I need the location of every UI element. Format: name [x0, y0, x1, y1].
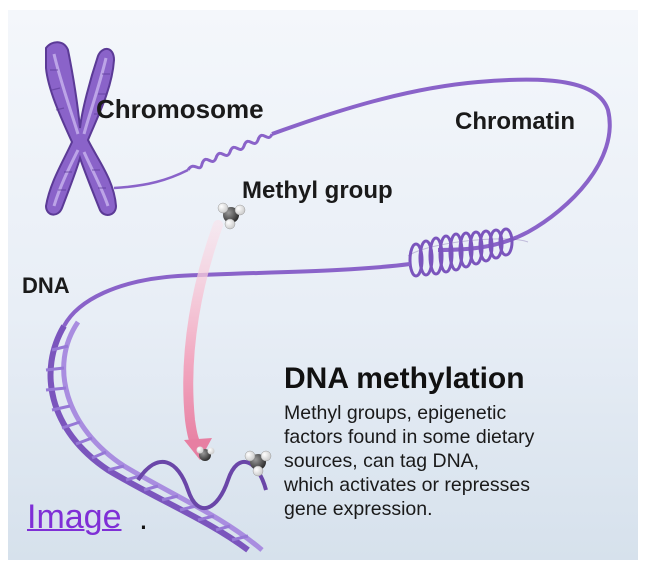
- caption-line: factors found in some dietary: [284, 425, 535, 448]
- methyl-molecule-dna-1: [196, 446, 215, 461]
- caption-line: sources, can tag DNA,: [284, 449, 480, 472]
- dna-label: DNA: [22, 273, 70, 298]
- caption-title: DNA methylation: [284, 362, 525, 395]
- chromatin-label: Chromatin: [455, 108, 575, 135]
- chromosome-label: Chromosome: [96, 94, 264, 124]
- methyl-molecule-top: [217, 202, 246, 230]
- dna-methylation-diagram: [8, 10, 638, 560]
- chromatin-coil: [407, 227, 529, 278]
- small-coils: [186, 133, 274, 171]
- chromatin-strand: [271, 77, 612, 252]
- methyl-molecule-dna-2: [244, 450, 272, 477]
- caption-line: gene expression.: [284, 497, 433, 520]
- image-link[interactable]: Image: [27, 498, 122, 536]
- methyl-group-label: Methyl group: [242, 177, 393, 204]
- dna-helix: [45, 320, 268, 553]
- link-trailing-period: .: [139, 500, 148, 536]
- caption-line: Methyl groups, epigenetic: [284, 401, 507, 424]
- chromosome-strand: [113, 168, 189, 190]
- caption-block: DNA methylation Methyl groups, epigeneti…: [284, 363, 636, 521]
- dna-strand-upper: [62, 262, 411, 327]
- caption-line: which activates or represses: [284, 473, 531, 496]
- chromosome-shape: [44, 41, 118, 216]
- methyl-arrow: [183, 220, 223, 453]
